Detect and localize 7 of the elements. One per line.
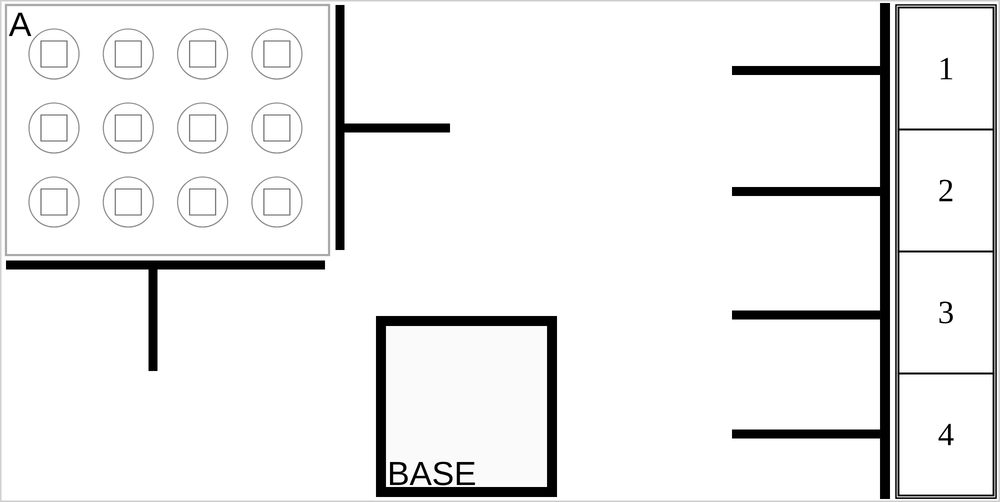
- number-cell: 1: [898, 6, 994, 130]
- frame-box: [895, 4, 997, 499]
- base-box: BASE: [376, 316, 558, 497]
- number-cell: 3: [898, 250, 994, 374]
- number-cell: 4: [898, 372, 994, 496]
- plate-box: A: [4, 4, 330, 256]
- number-cell: 2: [898, 128, 994, 252]
